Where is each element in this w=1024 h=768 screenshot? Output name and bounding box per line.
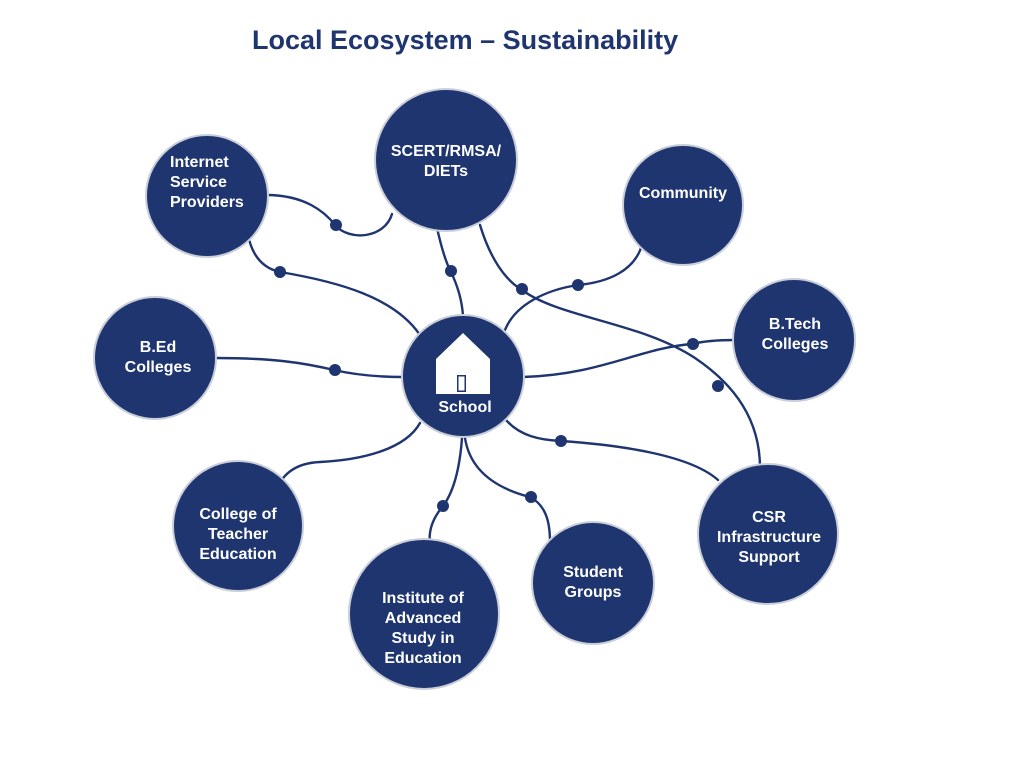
- node-scert: [374, 88, 518, 232]
- connector-btech-school: [521, 338, 737, 379]
- connector-school-cte: [273, 421, 422, 497]
- connector-dot: [445, 265, 457, 277]
- nodes: [93, 88, 856, 690]
- connector-dot: [274, 266, 286, 278]
- node-csr: [697, 463, 839, 605]
- node-cte: [172, 460, 304, 592]
- connector-isp-dangling: [264, 193, 394, 237]
- connector-school-iase: [428, 436, 464, 548]
- connector-school-csr: [504, 418, 720, 482]
- connector-dot: [712, 380, 724, 392]
- connector-dot: [525, 491, 537, 503]
- connectors: [213, 193, 762, 548]
- node-community: [622, 144, 744, 266]
- node-iase: [348, 538, 500, 690]
- connector-dot: [437, 500, 449, 512]
- connector-dot: [687, 338, 699, 350]
- connector-isp-school: [246, 233, 422, 337]
- connector-school-student: [463, 436, 552, 544]
- node-bed: [93, 296, 217, 420]
- connector-dot: [555, 435, 567, 447]
- school-building-icon: [436, 333, 490, 394]
- node-btech: [732, 278, 856, 402]
- connector-dot: [572, 279, 584, 291]
- node-student: [531, 521, 655, 645]
- connector-dot: [516, 283, 528, 295]
- connector-dot: [329, 364, 341, 376]
- node-isp: [145, 134, 269, 258]
- connector-bed-school: [213, 356, 406, 379]
- connector-scert-csr: [478, 223, 762, 470]
- diagram-title: Local Ecosystem – Sustainability: [252, 25, 679, 55]
- connector-dot: [330, 219, 342, 231]
